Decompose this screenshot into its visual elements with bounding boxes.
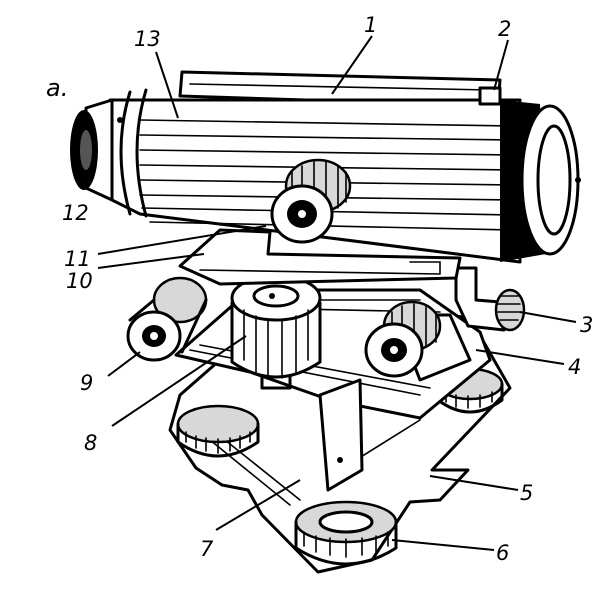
telescope-support bbox=[178, 228, 462, 286]
label-6: 6 bbox=[496, 541, 509, 565]
eyepiece bbox=[70, 98, 114, 202]
focusing-knob bbox=[270, 158, 352, 244]
figure-label: a. bbox=[46, 74, 68, 102]
knob-right bbox=[364, 300, 442, 378]
objective-lens bbox=[500, 100, 581, 262]
label-1: 1 bbox=[364, 13, 377, 37]
clamp-screw bbox=[454, 266, 526, 332]
label-5: 5 bbox=[520, 481, 533, 505]
label-12: 12 bbox=[62, 201, 89, 225]
label-4: 4 bbox=[568, 355, 581, 379]
label-7: 7 bbox=[200, 537, 214, 561]
foot-screw-front bbox=[294, 500, 398, 566]
knob-left bbox=[126, 276, 208, 362]
leader-lines bbox=[81, 35, 577, 551]
foot-screw-left bbox=[176, 404, 260, 458]
label-11: 11 bbox=[64, 247, 91, 271]
labels: a. 1 2 3 4 5 6 7 8 9 10 11 12 13 bbox=[46, 13, 593, 565]
label-8: 8 bbox=[84, 431, 97, 455]
label-13: 13 bbox=[134, 27, 161, 51]
label-9: 9 bbox=[80, 371, 93, 395]
label-3: 3 bbox=[580, 313, 593, 337]
label-2: 2 bbox=[498, 17, 511, 41]
label-10: 10 bbox=[66, 269, 93, 293]
circular-level bbox=[230, 274, 322, 390]
